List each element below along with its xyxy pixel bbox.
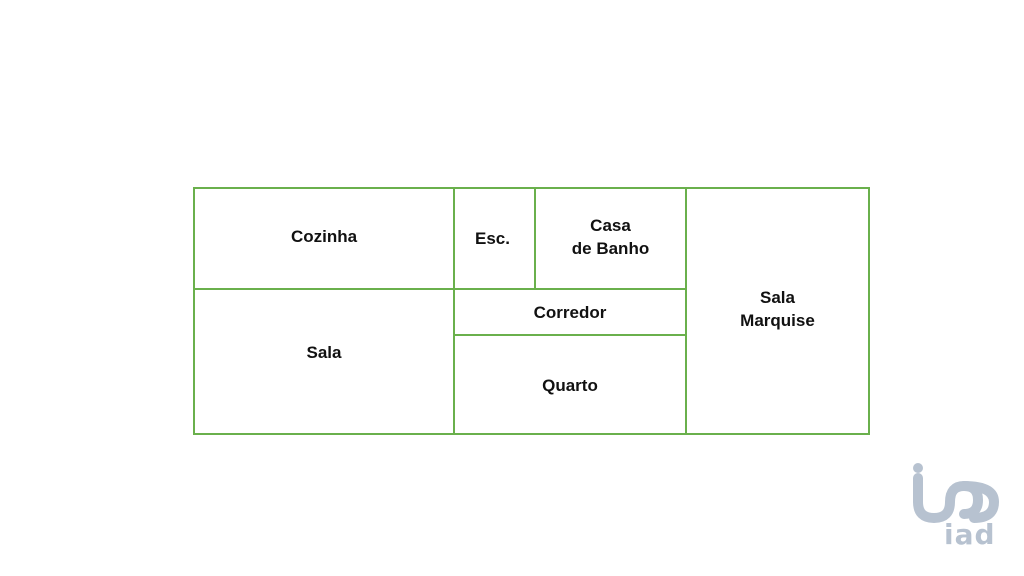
floor-plan: Cozinha Esc. Casa de Banho Sala Marquise… bbox=[193, 187, 870, 435]
room-cozinha: Cozinha bbox=[193, 187, 455, 290]
room-casa-de-banho: Casa de Banho bbox=[534, 187, 687, 290]
room-label-corredor: Corredor bbox=[533, 302, 607, 322]
room-label-sala: Sala bbox=[306, 343, 342, 362]
room-quarto: Quarto bbox=[453, 334, 687, 435]
room-sala-marquise: Sala Marquise bbox=[685, 187, 870, 435]
iad-logo-icon bbox=[913, 463, 1000, 523]
logo-wordmark: iad bbox=[944, 518, 996, 551]
room-label-quarto: Quarto bbox=[542, 376, 598, 395]
room-label-cozinha: Cozinha bbox=[290, 227, 358, 246]
room-esc: Esc. bbox=[453, 187, 536, 290]
room-corredor: Corredor bbox=[453, 288, 687, 336]
room-sala: Sala bbox=[193, 288, 455, 435]
room-label-sala-marquise: Sala Marquise bbox=[740, 288, 815, 330]
room-label-casa-de-banho: Casa de Banho bbox=[571, 215, 650, 258]
room-label-esc: Esc. bbox=[475, 229, 510, 248]
